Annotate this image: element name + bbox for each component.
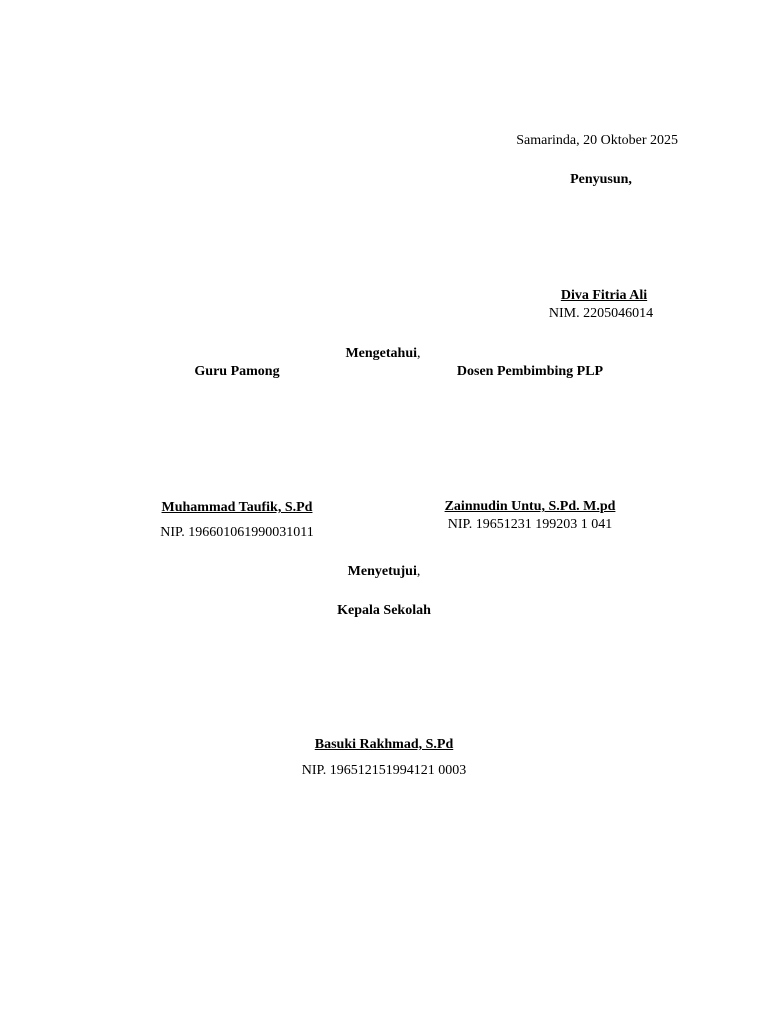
author-id: NIM. 2205046014 bbox=[548, 306, 654, 321]
dosen-pembimbing-name: Zainnudin Untu, S.Pd. M.pd bbox=[444, 499, 616, 514]
guru-pamong-name: Muhammad Taufik, S.Pd bbox=[161, 500, 313, 515]
dosen-pembimbing-role: Dosen Pembimbing PLP bbox=[456, 364, 604, 379]
approved-heading-text: Menyetujui bbox=[347, 564, 417, 579]
kepala-sekolah-id: NIP. 196512151994121 0003 bbox=[301, 763, 467, 778]
dosen-pembimbing-id: NIP. 19651231 199203 1 041 bbox=[447, 517, 613, 532]
approved-heading: Menyetujui, bbox=[348, 563, 421, 581]
author-role: Penyusun, bbox=[570, 172, 632, 187]
kepala-sekolah-name: Basuki Rakhmad, S.Pd bbox=[314, 737, 454, 752]
approved-heading-punct: , bbox=[416, 564, 421, 579]
acknowledged-heading-punct: , bbox=[417, 346, 421, 361]
guru-pamong-id: NIP. 196601061990031011 bbox=[160, 525, 314, 540]
guru-pamong-role: Guru Pamong bbox=[194, 364, 280, 379]
place-date: Samarinda, 20 Oktober 2025 bbox=[516, 133, 678, 148]
author-name: Diva Fitria Ali bbox=[560, 288, 648, 303]
kepala-sekolah-role: Kepala Sekolah bbox=[337, 603, 431, 618]
acknowledged-heading-text: Mengetahui bbox=[345, 346, 418, 361]
acknowledged-heading: Mengetahui, bbox=[345, 345, 420, 363]
